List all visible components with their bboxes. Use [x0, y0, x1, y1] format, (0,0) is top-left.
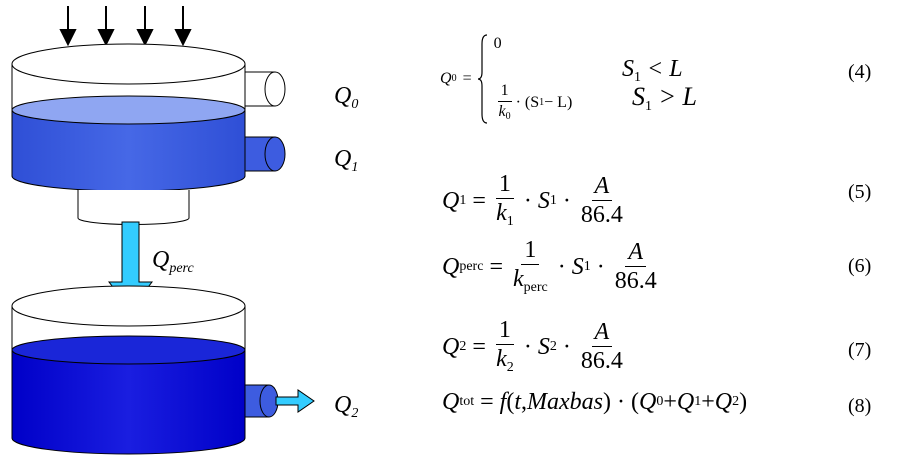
- lower-tank: [11, 285, 279, 455]
- equation-number-6: (6): [848, 255, 872, 277]
- outlet-q1-pipe: [244, 136, 286, 172]
- label-q2: Q2: [334, 392, 359, 421]
- left-brace-icon: [477, 34, 487, 124]
- upper-tank-rim: [11, 43, 246, 85]
- lower-tank-rim: [11, 285, 246, 327]
- eq4-condition-1: S1 < L: [622, 56, 683, 85]
- equation-number-5: (5): [848, 181, 872, 203]
- label-qperc: Qperc: [152, 247, 194, 276]
- outlet-q0-pipe: [244, 71, 286, 107]
- label-q1: Q1: [334, 146, 359, 175]
- label-q0: Q0: [334, 83, 359, 112]
- precipitation-arrows: [59, 6, 192, 47]
- eq4-condition-2: S1 > L: [632, 82, 698, 114]
- equation-number-8: (8): [848, 395, 872, 417]
- upper-tank: [11, 43, 286, 226]
- equation-number-7: (7): [848, 339, 872, 361]
- upper-water-surface: [11, 95, 246, 125]
- outlet-q2-pipe: [244, 384, 279, 418]
- equation-number-4: (4): [848, 61, 872, 83]
- lower-water-surface: [11, 335, 246, 365]
- q2-outflow-arrow: [275, 389, 315, 413]
